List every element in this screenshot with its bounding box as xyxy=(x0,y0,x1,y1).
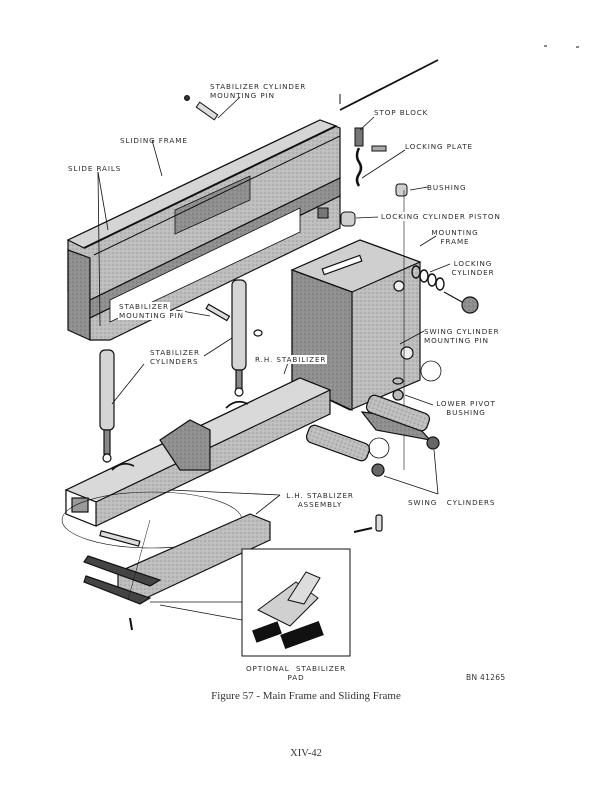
scan-speck xyxy=(544,45,547,47)
label-stop-block: STOP BLOCK xyxy=(374,108,429,117)
label-slide-rails: SLIDE RAILS xyxy=(68,164,122,173)
label-lh-stabilizer-assembly-line1: L.H. STABLIZER xyxy=(286,491,354,500)
label-stabilizer-cylinder-mounting-pin-line1: STABILIZER CYLINDER xyxy=(210,82,307,91)
label-stabilizer-mounting-pin-line2: MOUNTING PIN xyxy=(118,311,185,320)
label-mounting-frame-line2: FRAME xyxy=(440,237,470,246)
leader-lines xyxy=(97,96,451,515)
label-locking-cylinder-line1: LOCKING xyxy=(453,259,493,268)
label-optional-stabilizer-pad-line1: OPTIONAL STABILIZER xyxy=(246,664,346,673)
sliding-frame-drawing xyxy=(66,119,341,341)
label-rh-stabilizer: R.H. STABILIZER xyxy=(254,355,328,364)
stabilizer-cylinders-drawing xyxy=(99,279,263,463)
bushing-drawing xyxy=(395,183,408,197)
label-locking-cylinder-piston: LOCKING CYLINDER PISTON xyxy=(380,212,502,221)
label-lh-stabilizer-assembly-line2: ASSEMBLY xyxy=(297,500,343,509)
label-stabilizer-cylinder-mounting-pin-line2: MOUNTING PIN xyxy=(210,91,275,100)
figure-caption: Figure 57 - Main Frame and Sliding Frame xyxy=(211,690,401,702)
label-stabilizer-cylinders-line1: STABILIZER xyxy=(150,348,200,357)
swing-cylinders-drawing xyxy=(305,360,442,533)
stabilizer-cylinder-pin-drawing xyxy=(184,95,219,121)
label-locking-cylinder-line2: CYLINDER xyxy=(451,268,495,277)
lh-stabilizer-assembly-drawing xyxy=(83,513,271,631)
drawing-number: BN 41265 xyxy=(466,673,506,682)
label-stabilizer-mounting-pin-line1: STABILIZER xyxy=(118,302,170,311)
optional-pad-inset xyxy=(150,548,351,657)
label-lower-pivot-bushing-line1: LOWER PIVOT xyxy=(436,399,496,408)
label-bushing: BUSHING xyxy=(427,183,467,192)
label-locking-plate: LOCKING PLATE xyxy=(405,142,473,151)
label-optional-stabilizer-pad-line2: PAD xyxy=(287,673,305,682)
label-stabilizer-cylinders-line2: CYLINDERS xyxy=(150,357,199,366)
scan-speck xyxy=(576,46,579,48)
label-swing-cylinder-mounting-pin-line1: SWING CYLINDER xyxy=(424,327,500,336)
page-number: XIV-42 xyxy=(290,748,322,759)
label-sliding-frame: SLIDING FRAME xyxy=(120,136,188,145)
label-mounting-frame-line1: MOUNTING xyxy=(431,228,479,237)
stop-block-drawing xyxy=(339,59,439,187)
mounting-frame-drawing xyxy=(290,190,479,470)
stabilizer-beams-drawing xyxy=(61,377,332,549)
label-swing-cylinder-mounting-pin-line2: MOUNTING PIN xyxy=(424,336,489,345)
label-lower-pivot-bushing-line2: BUSHING xyxy=(446,408,486,417)
label-swing-cylinders: SWING CYLINDERS xyxy=(408,498,496,507)
locking-piston-drawing xyxy=(340,211,356,227)
